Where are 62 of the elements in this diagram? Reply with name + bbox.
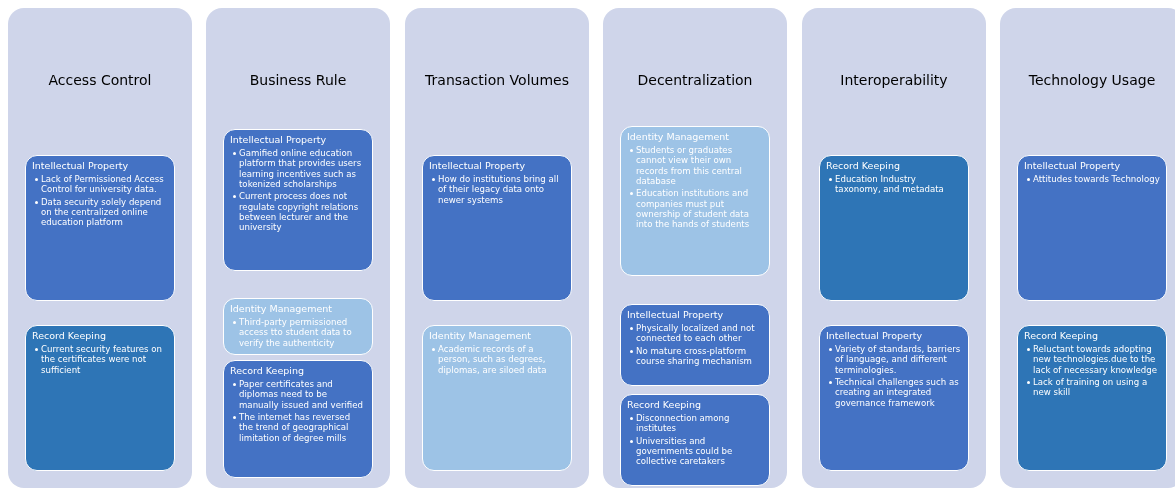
bullet-item: Education institutions and companies must put ownership of student data into the hands of students xyxy=(636,188,751,230)
bullet-item: Universities and governments could be collective caretakers xyxy=(636,435,734,467)
card-heading: Record Keeping xyxy=(826,160,901,171)
column-title: Interoperability xyxy=(839,72,949,88)
card-heading: Intellectual Property xyxy=(826,330,924,341)
column-title: Business Rule xyxy=(248,72,348,88)
card-heading: Record Keeping xyxy=(230,365,305,376)
category-card xyxy=(223,360,373,478)
bullet-item: Technical challenges such as creating an integrated governance framework xyxy=(835,376,960,408)
bullet-item: Lack of Permissioned Access Control for university data. xyxy=(41,174,165,195)
card-heading: Identity Management xyxy=(429,330,532,341)
card-heading: Record Keeping xyxy=(32,330,107,341)
bullet-item: No mature cross-platform course sharing mechanism xyxy=(636,345,753,367)
category-card xyxy=(25,155,175,301)
bullet-item: Variety of standards, barriers of language, and different terminologies. xyxy=(835,344,962,375)
category-card xyxy=(223,298,373,355)
bullet-item: Data security solely depend on the centralized online education platform xyxy=(41,196,163,228)
bullet-item: Disconnection among institutes xyxy=(636,413,731,434)
category-card xyxy=(223,129,373,271)
bullet-item: Gamified online education platform that provides users learning incentives such as tokenized scholarships xyxy=(239,148,363,190)
category-card xyxy=(620,126,770,276)
bullet-item: Attitudes towards Technology xyxy=(1033,174,1160,185)
card-heading: Identity Management xyxy=(230,303,333,314)
category-card xyxy=(422,325,572,471)
bullet-item: Education Industry taxonomy, and metadata xyxy=(835,174,945,195)
card-heading: Record Keeping xyxy=(1024,330,1099,341)
column-panel xyxy=(802,8,986,488)
category-card xyxy=(620,394,770,486)
card-heading: Intellectual Property xyxy=(32,160,130,171)
bullet-item: Students or graduates cannot view their own records from this central database xyxy=(636,145,743,187)
category-card xyxy=(1017,155,1167,301)
category-card xyxy=(25,325,175,471)
column-title: Decentralization xyxy=(636,72,754,88)
category-card xyxy=(819,155,969,301)
bullet-item: How do institutions bring all of their legacy data onto newer systems xyxy=(438,174,560,205)
category-card xyxy=(422,155,572,301)
column-title: Access Control xyxy=(47,72,153,88)
column-panel xyxy=(206,8,390,488)
category-card xyxy=(1017,325,1167,471)
bullet-item: Physically localized and not connected to each other xyxy=(636,323,756,344)
bullet-item: Current process does not regulate copyright relations between lecturer and the university xyxy=(239,191,360,233)
column-panel xyxy=(405,8,589,488)
card-heading: Intellectual Property xyxy=(429,160,527,171)
card-heading: Identity Management xyxy=(627,131,730,142)
column-title: Technology Usage xyxy=(1027,72,1157,88)
card-heading: Intellectual Property xyxy=(230,134,328,145)
bullet-item: Academic records of a person, such as degrees, diplomas, are siloed data xyxy=(438,344,548,375)
bullet-item: The internet has reversed the trend of geographical limitation of degree mills xyxy=(239,411,352,443)
column-panel xyxy=(1000,8,1175,488)
bullet-item: Paper certificates and diplomas need to be manually issued and verified xyxy=(239,379,364,410)
category-card xyxy=(819,325,969,471)
column-panel xyxy=(8,8,192,488)
bullet-item: Third-party permissioned access tto student data to verify the authenticity xyxy=(239,317,353,348)
bullet-item: Reluctant towards adopting new technologies.due to the lack of necessary knowledge xyxy=(1033,344,1158,375)
card-heading: Intellectual Property xyxy=(1024,160,1122,171)
bullet-item: Lack of training on using a new skill xyxy=(1033,376,1149,398)
card-heading: Record Keeping xyxy=(627,399,702,410)
card-heading: Intellectual Property xyxy=(627,309,725,320)
bullet-item: Current security features on the certificates were not sufficient xyxy=(41,344,163,375)
column-title: Transaction Volumes xyxy=(424,72,570,88)
category-card xyxy=(620,304,770,386)
column-panel xyxy=(603,8,787,488)
